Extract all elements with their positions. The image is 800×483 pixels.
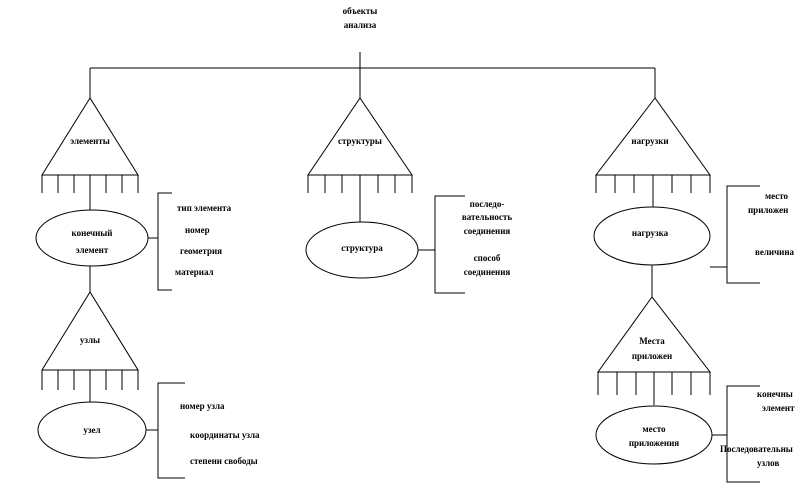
elements-attr-bracket	[157, 192, 172, 291]
structures-attr-3: соединения	[464, 226, 511, 236]
structures-branch: структуры структура последо- вательность…	[305, 68, 512, 294]
elements-attr-number: номер	[185, 225, 210, 235]
places-attr-2: элемент	[762, 403, 795, 413]
finite-element-label-line2: элемент	[76, 245, 109, 255]
node-label: узел	[83, 425, 100, 435]
structures-attr-bracket	[434, 195, 465, 294]
loads-branch: нагрузки нагрузка место приложен величин…	[593, 68, 795, 483]
places-fringe	[597, 372, 711, 405]
nodes-triangle	[41, 291, 139, 371]
finite-element-node	[35, 209, 149, 267]
loads-fringe	[595, 175, 711, 208]
structures-triangle-label: структуры	[338, 136, 382, 146]
nodes-attr-coordinates: координаты узла	[190, 430, 260, 440]
places-attr-bracket	[726, 385, 760, 483]
nodes-triangle-label: узлы	[80, 335, 100, 345]
nodes-attr-bracket	[157, 382, 185, 479]
nodes-attr-dof: степени свободы	[190, 456, 258, 466]
structure-label: структура	[341, 243, 383, 253]
loads-attr-place-line1: место	[765, 191, 789, 201]
structures-attr-1: последо-	[470, 199, 505, 209]
nodes-fringe	[41, 370, 139, 402]
elements-attr-geometry: геометрия	[180, 246, 222, 256]
elements-fringe	[41, 175, 139, 210]
place-node	[595, 405, 713, 465]
elements-attr-material: материал	[175, 267, 214, 277]
place-label-line1: место	[642, 424, 666, 434]
root-label-line1: объекты	[343, 6, 378, 16]
elements-branch: элементы конечный элемент тип элемента н…	[35, 68, 260, 479]
places-attr-3: Последовательны	[720, 444, 793, 454]
places-triangle-label-line2: приложен	[632, 351, 672, 361]
structures-attr-5: соединения	[464, 267, 511, 277]
structures-fringe	[307, 175, 413, 222]
places-attr-4: узлов	[757, 458, 779, 468]
finite-element-label-line1: конечный	[72, 228, 113, 238]
structures-attr-2: вательность	[462, 212, 512, 222]
places-attr-1: конечны	[757, 389, 793, 399]
places-triangle-label-line1: Места	[639, 336, 665, 346]
loads-triangle-label: нагрузки	[631, 136, 668, 146]
root-label-line2: анализа	[344, 20, 377, 30]
structures-attr-4: способ	[474, 253, 501, 263]
elements-triangle-label: элементы	[70, 136, 110, 146]
loads-attr-place-line2: приложен	[748, 205, 788, 215]
load-label: нагрузка	[632, 228, 669, 238]
place-label-line2: приложения	[629, 438, 679, 448]
loads-attr-bracket	[726, 185, 760, 284]
nodes-attr-number: номер узла	[180, 401, 225, 411]
loads-attr-magnitude: величина	[755, 247, 795, 257]
elements-attr-type: тип элемента	[177, 203, 232, 213]
